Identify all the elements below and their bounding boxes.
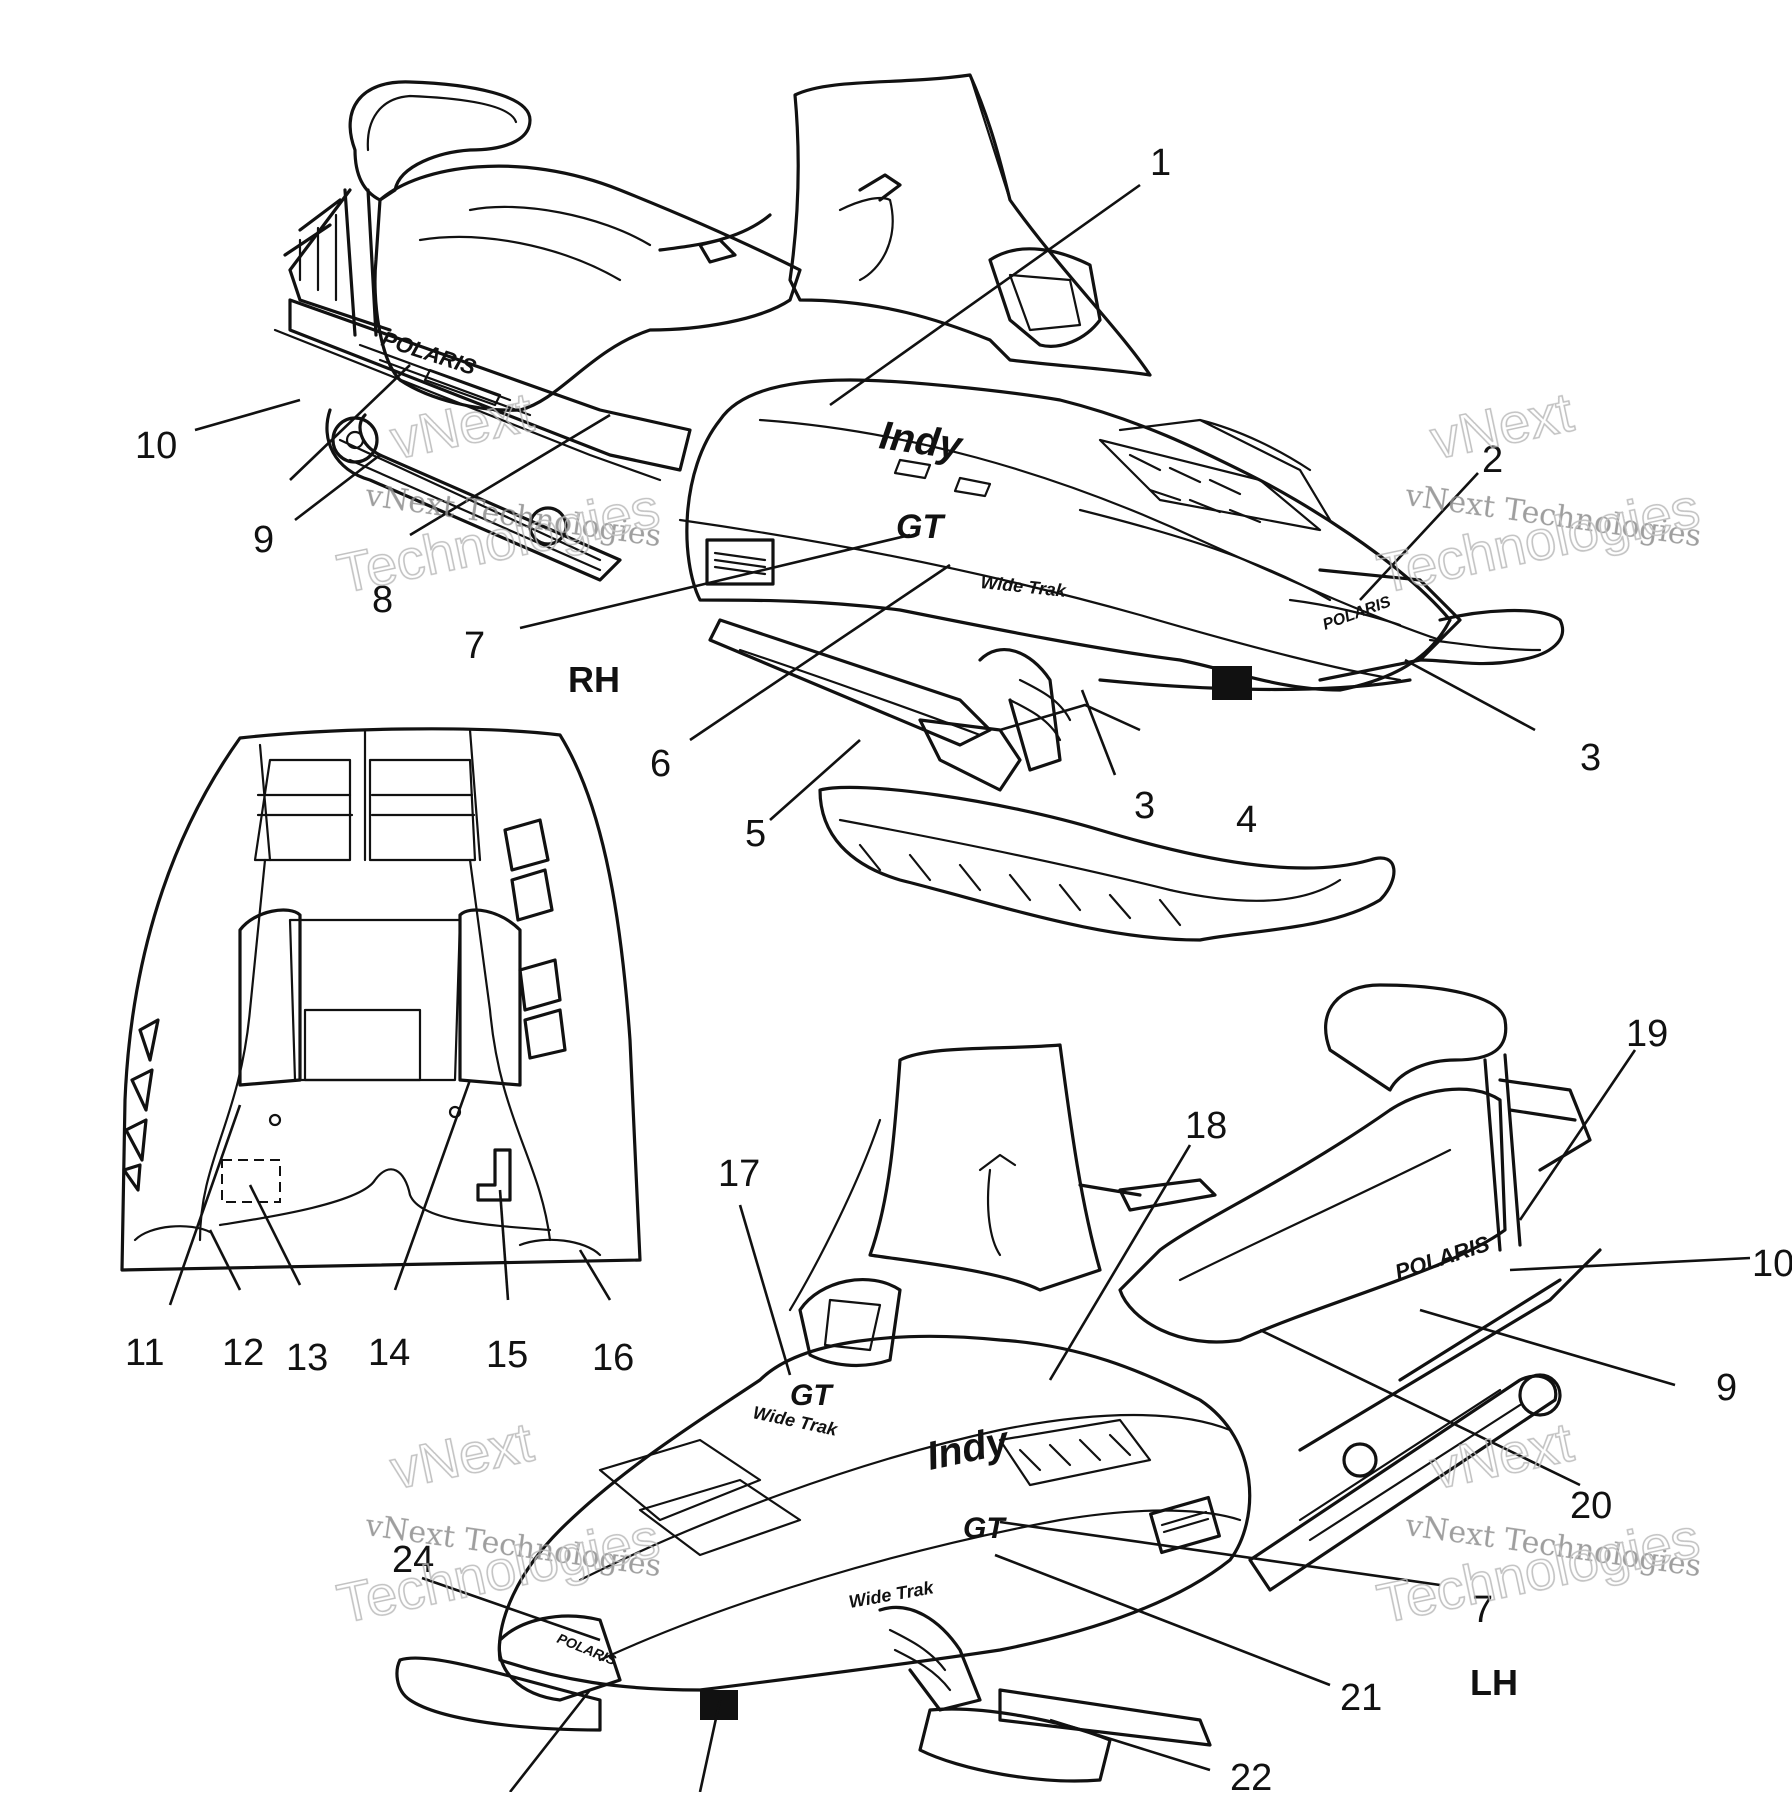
callout-9-rh: 9 — [253, 519, 274, 561]
callout-24: 24 — [392, 1539, 434, 1581]
callout-1: 1 — [1150, 142, 1171, 184]
callout-7-lh: 7 — [1472, 1589, 1493, 1631]
callout-21: 21 — [1340, 1677, 1382, 1719]
rh-vin-decal — [705, 538, 775, 586]
lh-polaris-side-decal: POLARIS — [1392, 1231, 1493, 1285]
hood-top-view — [120, 727, 642, 1306]
callout-22: 22 — [1230, 1757, 1272, 1792]
callout-10-rh: 10 — [135, 425, 177, 467]
callout-14: 14 — [368, 1332, 410, 1374]
rh-widetrak-decal: Wide Trak — [980, 572, 1068, 601]
callout-15: 15 — [486, 1334, 528, 1376]
rh-gt-decal: GT — [896, 508, 946, 546]
lh-vin-decal — [1149, 1495, 1221, 1555]
callout-numbers: 1 2 3 3 4 5 6 7 8 9 10 RH 11 12 13 14 15… — [125, 142, 1792, 1797]
callout-11: 11 — [125, 1332, 164, 1374]
rh-polaris-nose-decal: POLARIS — [1321, 593, 1394, 633]
lh-gt-side-decal: GT — [963, 1512, 1007, 1545]
lh-gt-hood-decal: GT — [790, 1379, 834, 1412]
callout-10-lh: 10 — [1752, 1243, 1792, 1285]
rh-reflector-decal — [1212, 666, 1252, 700]
callout-5: 5 — [745, 813, 766, 855]
callout-16: 16 — [592, 1337, 634, 1379]
callout-20: 20 — [1570, 1485, 1612, 1527]
hood-dashed-decal — [221, 1159, 281, 1203]
watermark-3-top: vNext — [385, 1410, 539, 1501]
callout-12: 12 — [222, 1332, 264, 1374]
callout-17: 17 — [718, 1153, 760, 1195]
callout-8: 8 — [372, 579, 393, 621]
rh-label: RH — [568, 659, 620, 700]
watermark-2-top: vNext — [1425, 380, 1579, 471]
callout-2: 2 — [1482, 439, 1503, 481]
callout-4: 4 — [1236, 799, 1257, 841]
callout-19: 19 — [1626, 1013, 1668, 1055]
lh-snowmobile: Indy GT GT Wide Trak Wide Trak POLARIS P… — [395, 983, 1751, 1793]
callout-3-nose: 3 — [1580, 737, 1601, 779]
callout-3-suspension: 3 — [1134, 785, 1155, 827]
rh-snowmobile: Indy GT Wide Trak POLARIS POLARIS — [194, 73, 1565, 942]
lh-label: LH — [1470, 1662, 1518, 1703]
rh-indy-decal: Indy — [877, 413, 966, 468]
lh-indy-decal: Indy — [923, 1418, 1014, 1478]
callout-9-lh: 9 — [1716, 1367, 1737, 1409]
watermark-1-top: vNext — [385, 380, 539, 471]
callout-13: 13 — [286, 1337, 328, 1379]
callout-18: 18 — [1185, 1105, 1227, 1147]
callout-6: 6 — [650, 743, 671, 785]
callout-7-rh: 7 — [464, 625, 485, 667]
